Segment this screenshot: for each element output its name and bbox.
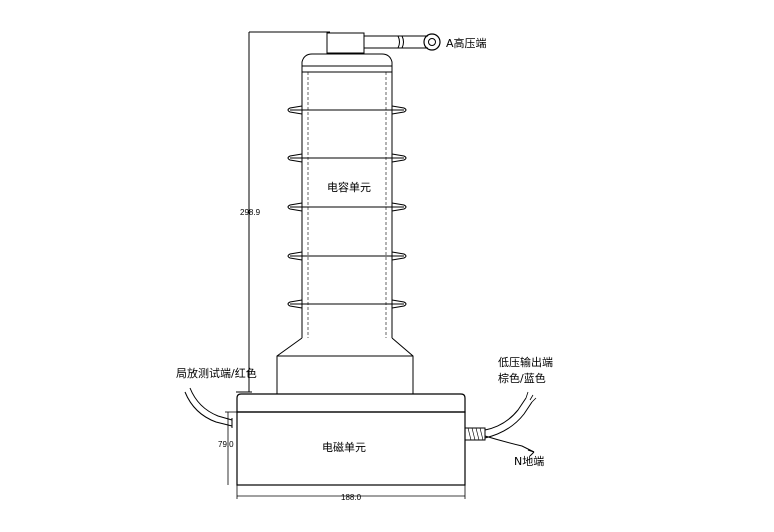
gland-thread — [467, 427, 484, 441]
lv-cable-top — [484, 397, 527, 431]
ground-wire-line — [484, 435, 535, 453]
shed-5 — [287, 299, 407, 309]
pd-cable-bottom — [184, 391, 233, 427]
em-unit-box — [236, 411, 466, 486]
cable-gland — [464, 427, 486, 441]
base-height-text: 79.0 — [218, 440, 234, 449]
lv-wire-ends — [525, 391, 537, 403]
high-voltage-terminal — [364, 33, 441, 51]
terminal-ring-hole — [428, 38, 436, 46]
pd-test-cable — [184, 387, 233, 428]
height-dimension — [236, 31, 330, 393]
label-pd-test: 局放测试端/红色 — [176, 366, 257, 380]
cone-flange — [276, 337, 414, 394]
lv-cable-bottom — [484, 401, 533, 439]
terminal-ring-icon — [423, 33, 441, 51]
pd-cable-top — [189, 387, 233, 421]
label-low-voltage-out-1: 低压输出端 — [498, 355, 553, 369]
label-em-unit: 电磁单元 — [322, 441, 366, 454]
insulator-sheds — [287, 105, 407, 309]
ground-wire — [484, 435, 535, 457]
shed-4 — [287, 251, 407, 261]
base-width-text: 188.0 — [341, 493, 362, 502]
upper-collar — [301, 53, 393, 67]
terminal-break-mark — [397, 35, 404, 49]
label-capacitor-unit: 电容单元 — [327, 180, 371, 194]
base-height-dimension — [225, 411, 237, 485]
height-dimension-text: 298.9 — [240, 208, 261, 217]
base-lid — [236, 393, 466, 413]
top-cap — [326, 32, 365, 54]
capacitor-column — [301, 66, 393, 338]
shed-1 — [287, 105, 407, 115]
shed-3 — [287, 202, 407, 212]
ground-wire-end — [527, 449, 535, 457]
label-n-terminal: N地端 — [514, 455, 544, 468]
shed-2 — [287, 153, 407, 163]
label-low-voltage-out-2: 棕色/蓝色 — [498, 371, 546, 385]
label-terminal-a: A高压端 — [446, 36, 487, 50]
base-width-dimension — [236, 485, 466, 499]
low-voltage-cable — [464, 391, 537, 441]
